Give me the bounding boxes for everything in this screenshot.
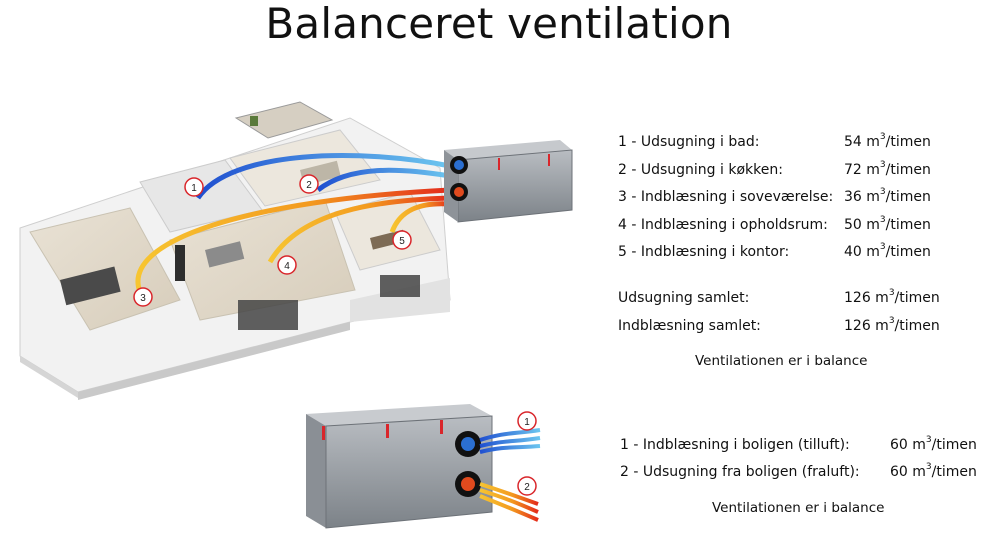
marker-2: 2 <box>300 175 318 193</box>
svg-text:4: 4 <box>284 261 290 272</box>
legend-value-3: 36 m3/timen <box>844 189 931 205</box>
legend-value-5: 40 m3/timen <box>844 244 931 260</box>
legend-label-5: 5 - Indblæsning i kontor: <box>618 244 789 260</box>
marker-4: 4 <box>278 256 296 274</box>
legend-value-1: 54 m3/timen <box>844 134 931 150</box>
legend-label-3: 3 - Indblæsning i soveværelse: <box>618 189 833 205</box>
unit-legend-label-1: 1 - Indblæsning i boligen (tilluft): <box>620 437 850 453</box>
unit-legend-value-2: 60 m3/timen <box>890 464 977 480</box>
svg-text:3: 3 <box>140 293 146 304</box>
unit-marker-1: 1 <box>518 412 536 430</box>
marker-1: 1 <box>185 178 203 196</box>
svg-text:1: 1 <box>191 183 197 194</box>
legend-label-2: 2 - Udsugning i køkken: <box>618 162 783 178</box>
unit-marker-2: 2 <box>518 477 536 495</box>
svg-text:5: 5 <box>399 236 405 247</box>
balance-note-unit: Ventilationen er i balance <box>712 500 884 516</box>
unit-legend-value-1: 60 m3/timen <box>890 437 977 453</box>
apartment-model <box>20 102 450 400</box>
svg-text:1: 1 <box>524 417 530 428</box>
marker-3: 3 <box>134 288 152 306</box>
total-supply-label: Indblæsning samlet: <box>618 318 761 334</box>
total-extract-label: Udsugning samlet: <box>618 290 749 306</box>
marker-5: 5 <box>393 231 411 249</box>
legend-label-4: 4 - Indblæsning i opholdsrum: <box>618 217 828 233</box>
legend-value-2: 72 m3/timen <box>844 162 931 178</box>
legend-label-1: 1 - Udsugning i bad: <box>618 134 759 150</box>
balance-note-house: Ventilationen er i balance <box>695 353 867 369</box>
total-supply-value: 126 m3/timen <box>844 318 940 334</box>
ventilation-unit-bottom <box>306 404 540 528</box>
unit-legend-label-2: 2 - Udsugning fra boligen (fraluft): <box>620 464 860 480</box>
total-extract-value: 126 m3/timen <box>844 290 940 306</box>
ventilation-unit-top <box>444 140 572 222</box>
svg-text:2: 2 <box>306 180 312 191</box>
svg-text:2: 2 <box>524 482 530 493</box>
legend-value-4: 50 m3/timen <box>844 217 931 233</box>
